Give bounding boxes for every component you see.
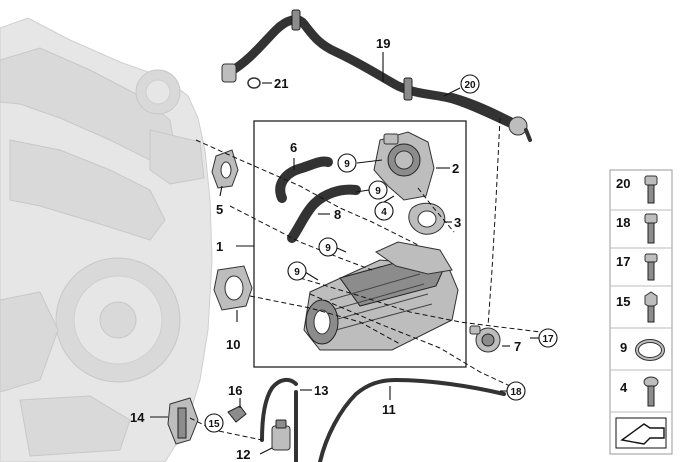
callout-1: 1 [216,239,223,254]
sensor-12 [271,419,291,451]
callout-17: 17 [542,334,554,345]
hose-clamp-icon [635,339,665,361]
callout-12: 12 [236,447,250,462]
callout-5: 5 [216,202,223,217]
next-page-arrow-icon[interactable] [615,417,667,449]
assembly-1-frame [253,120,467,368]
circled-callouts: 20 9 9 4 9 9 17 18 15 [204,74,558,433]
leader-lines [150,52,540,455]
vacuum-unit-7 [469,325,501,353]
o-ring-21 [247,77,261,89]
bolt-icon [644,213,658,244]
callout-2: 2 [452,161,459,176]
callout-18: 18 [510,387,522,398]
pipe-13 [260,377,298,442]
legend-label-17: 17 [616,254,630,269]
callout-7: 7 [514,339,521,354]
legend-label-4: 4 [620,380,628,395]
legend-label-18: 18 [616,215,630,230]
callout-13: 13 [314,383,328,398]
callout-9-left: 9 [294,267,300,278]
legend-label-20: 20 [616,176,630,191]
bolt-icon [644,253,658,281]
legend-label-9: 9 [620,340,627,355]
bracket-14 [167,397,199,445]
callout-14: 14 [130,410,145,425]
callout-9-top: 9 [344,159,350,170]
callout-21: 21 [274,76,288,91]
egr-valve-2 [373,131,435,201]
callout-11: 11 [382,402,396,417]
callout-3: 3 [454,215,461,230]
fastener-legend: 20 18 17 15 9 4 [609,169,673,455]
plain-callouts: 19 21 6 2 3 8 5 1 10 7 11 13 16 14 12 [130,36,521,462]
gasket-3 [408,202,446,235]
callout-6: 6 [290,140,297,155]
callout-19: 19 [376,36,390,51]
screw-icon [643,376,659,407]
callout-16: 16 [228,383,242,398]
gasket-5 [211,149,239,189]
clamp-16 [227,405,247,423]
bolt-icon [644,175,658,204]
callout-4: 4 [381,207,387,218]
callout-9-mid: 9 [375,186,381,197]
legend-label-15: 15 [616,294,630,309]
callout-20: 20 [464,80,476,91]
callout-9-lower: 9 [325,243,331,254]
callout-8: 8 [334,207,341,222]
pipe-19 [221,9,532,142]
pipe-11 [318,377,506,462]
gasket-10 [213,265,253,311]
engine-block-ghost [0,17,213,462]
callout-10: 10 [226,337,240,352]
callout-15: 15 [208,419,220,430]
egr-cooler [303,241,459,351]
hex-bolt-icon [644,291,658,323]
